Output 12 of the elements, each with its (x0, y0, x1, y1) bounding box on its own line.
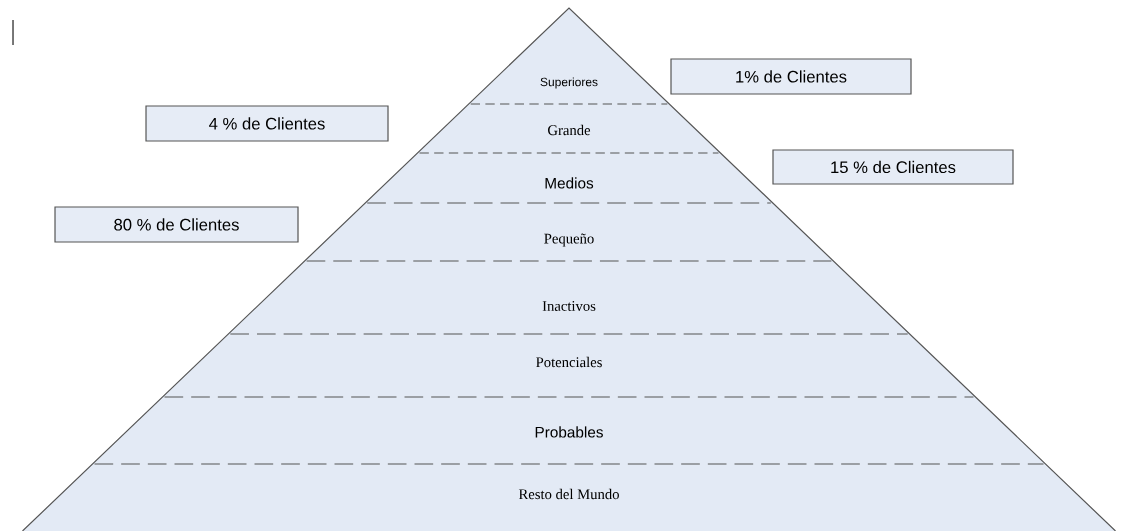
pyramid-layer: Inactivos (542, 301, 596, 311)
pyramid-layer: Probables (535, 426, 603, 438)
percentage-box: 1% de Clientes (670, 58, 912, 95)
percentage-box: 15 % de Clientes (772, 149, 1014, 185)
pyramid-layer: Potenciales (536, 356, 602, 368)
pyramid-layer: Grande (548, 124, 591, 136)
pyramid-layer: Pequeño (544, 233, 594, 247)
pyramid-layer: Resto del Mundo (518, 488, 619, 500)
percentage-box: 80 % de Clientes (54, 206, 299, 243)
pyramid-layer: Superiores (540, 77, 598, 89)
pyramid-layer: Medios (545, 177, 594, 189)
percentage-box: 4 % de Clientes (145, 105, 389, 142)
